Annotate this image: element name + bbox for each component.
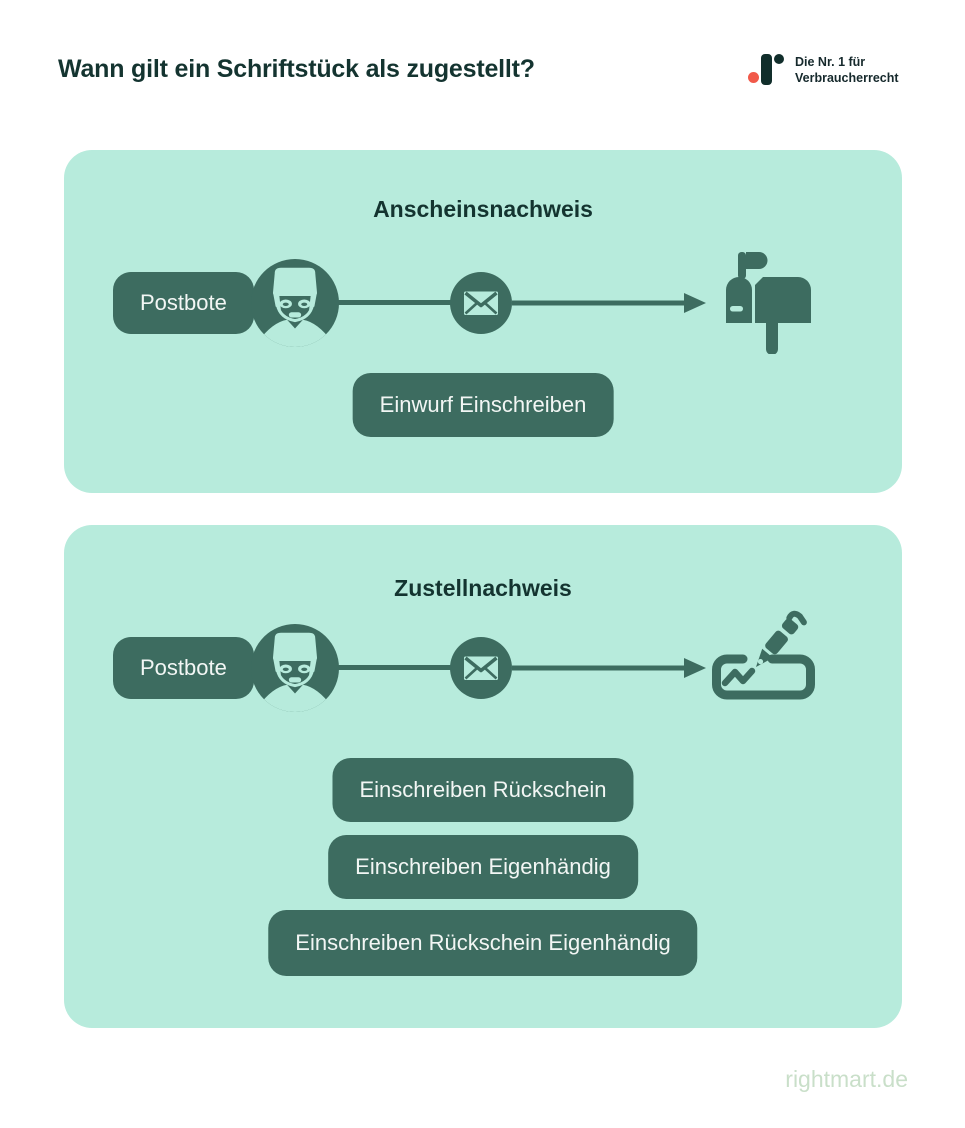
panel-zustellnachweis: Zustellnachweis Postbote (64, 525, 902, 1028)
postman-avatar-icon (251, 624, 339, 712)
website-link: rightmart.de (785, 1066, 908, 1092)
page-title: Wann gilt ein Schriftstück als zugestell… (58, 55, 535, 83)
mailbox-icon (726, 252, 811, 354)
logo-tagline-line1: Die Nr. 1 für (795, 55, 866, 69)
method-pill: Einwurf Einschreiben (352, 373, 614, 437)
rightmart-logo-icon (746, 48, 784, 90)
envelope-icon (450, 272, 512, 334)
postbote-pill: Postbote (113, 272, 254, 334)
postbote-pill: Postbote (113, 637, 254, 699)
signature-icon (712, 610, 815, 700)
method-pill: Einschreiben Rückschein Eigenhändig (268, 910, 698, 976)
arrow-icon (512, 658, 706, 678)
panel-anscheinsnachweis: Anscheinsnachweis Postbote (64, 150, 902, 493)
logo-red-dot (748, 72, 759, 83)
arrow-icon (512, 293, 706, 313)
method-pill: Einschreiben Eigenhändig (328, 835, 638, 899)
method-pill: Einschreiben Rückschein (332, 758, 634, 822)
rightmart-logo: Die Nr. 1 für Verbraucherrecht (746, 48, 899, 90)
logo-tagline-line2: Verbraucherrecht (795, 71, 899, 85)
logo-tagline: Die Nr. 1 für Verbraucherrecht (795, 48, 899, 86)
logo-dark-dot (774, 54, 784, 64)
panel-heading: Anscheinsnachweis (373, 196, 593, 222)
connector-line (336, 665, 453, 670)
postman-avatar-icon (251, 259, 339, 347)
logo-bar (761, 54, 772, 85)
envelope-icon (450, 637, 512, 699)
connector-line (336, 300, 453, 305)
panel-heading: Zustellnachweis (394, 575, 572, 601)
